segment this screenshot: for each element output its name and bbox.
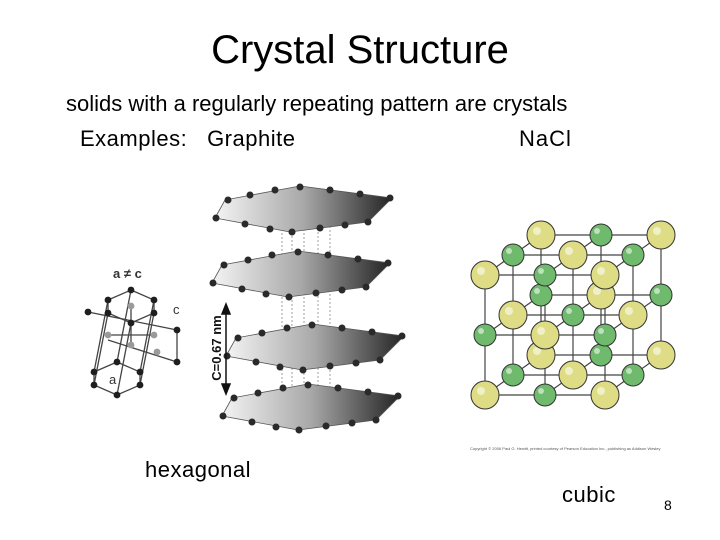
sodium-ion xyxy=(590,260,620,290)
ion-highlight xyxy=(477,387,485,395)
ion-highlight xyxy=(593,287,601,295)
graphite-layer-4 xyxy=(221,383,401,431)
ion-highlight xyxy=(506,368,512,374)
ion-highlight xyxy=(534,288,540,294)
ion-highlight xyxy=(533,347,541,355)
sodium-ion xyxy=(470,380,500,410)
chloride-ion xyxy=(621,243,645,267)
sodium-ion xyxy=(526,220,556,250)
ion-highlight xyxy=(565,247,573,255)
ion-highlight xyxy=(597,267,605,275)
ion-highlight xyxy=(594,228,600,234)
ion-highlight xyxy=(598,328,604,334)
ion-highlight xyxy=(653,227,661,235)
slide-title: Crystal Structure xyxy=(211,28,509,72)
chloride-ion xyxy=(533,383,557,407)
ion-highlight xyxy=(565,367,573,375)
sodium-ion xyxy=(530,320,560,350)
ion-highlight xyxy=(477,267,485,275)
ion-highlight xyxy=(626,368,632,374)
ion-highlight xyxy=(478,328,484,334)
chloride-ion xyxy=(649,283,673,307)
page-number: 8 xyxy=(664,497,672,513)
chloride-ion xyxy=(589,343,613,367)
chloride-ion xyxy=(501,363,525,387)
sodium-ion xyxy=(618,300,648,330)
ion-highlight xyxy=(537,327,545,335)
ion-highlight xyxy=(566,308,572,314)
chloride-ion xyxy=(593,323,617,347)
sodium-ion xyxy=(498,300,528,330)
chloride-ion xyxy=(589,223,613,247)
ion-highlight xyxy=(533,227,541,235)
graphite-layer-3 xyxy=(225,323,405,371)
chloride-ion xyxy=(501,243,525,267)
hex-relation-label: a ≠ c xyxy=(113,266,142,281)
hexagonal-label: hexagonal xyxy=(145,457,252,482)
chloride-ion xyxy=(621,363,645,387)
graphite-layer-1 xyxy=(214,185,393,233)
sodium-ion xyxy=(470,260,500,290)
ion-highlight xyxy=(653,347,661,355)
ion-highlight xyxy=(594,348,600,354)
sodium-ion xyxy=(646,220,676,250)
ion-highlight xyxy=(626,248,632,254)
sodium-ion xyxy=(590,380,620,410)
ion-highlight xyxy=(538,268,544,274)
sodium-ion xyxy=(558,240,588,270)
chloride-ion xyxy=(533,263,557,287)
hex-c-label: c xyxy=(173,302,180,317)
ion-highlight xyxy=(538,388,544,394)
examples-line: Examples: Graphite xyxy=(80,125,295,153)
ion-highlight xyxy=(654,288,660,294)
chloride-ion xyxy=(561,303,585,327)
ion-highlight xyxy=(597,387,605,395)
example-nacl: NaCl xyxy=(519,126,572,151)
cubic-label: cubic xyxy=(562,482,616,507)
chloride-ion xyxy=(529,283,553,307)
ion-highlight xyxy=(505,307,513,315)
nacl-credit: Copyright © 2006 Paul G. Hewitt, printed… xyxy=(470,446,661,451)
nacl-lattice-diagram xyxy=(470,220,676,410)
ion-highlight xyxy=(506,248,512,254)
ion-highlight xyxy=(625,307,633,315)
chloride-ion xyxy=(473,323,497,347)
graphite-spacing-label: C=0.67 nm xyxy=(209,315,224,381)
slide-subtitle: solids with a regularly repeating patter… xyxy=(66,91,568,116)
example-graphite: Graphite xyxy=(207,126,296,151)
examples-label: Examples: xyxy=(80,126,188,151)
sodium-ion xyxy=(558,360,588,390)
hex-a-label: a xyxy=(109,372,117,387)
sodium-ion xyxy=(646,340,676,370)
graphite-layer-2 xyxy=(211,250,391,298)
